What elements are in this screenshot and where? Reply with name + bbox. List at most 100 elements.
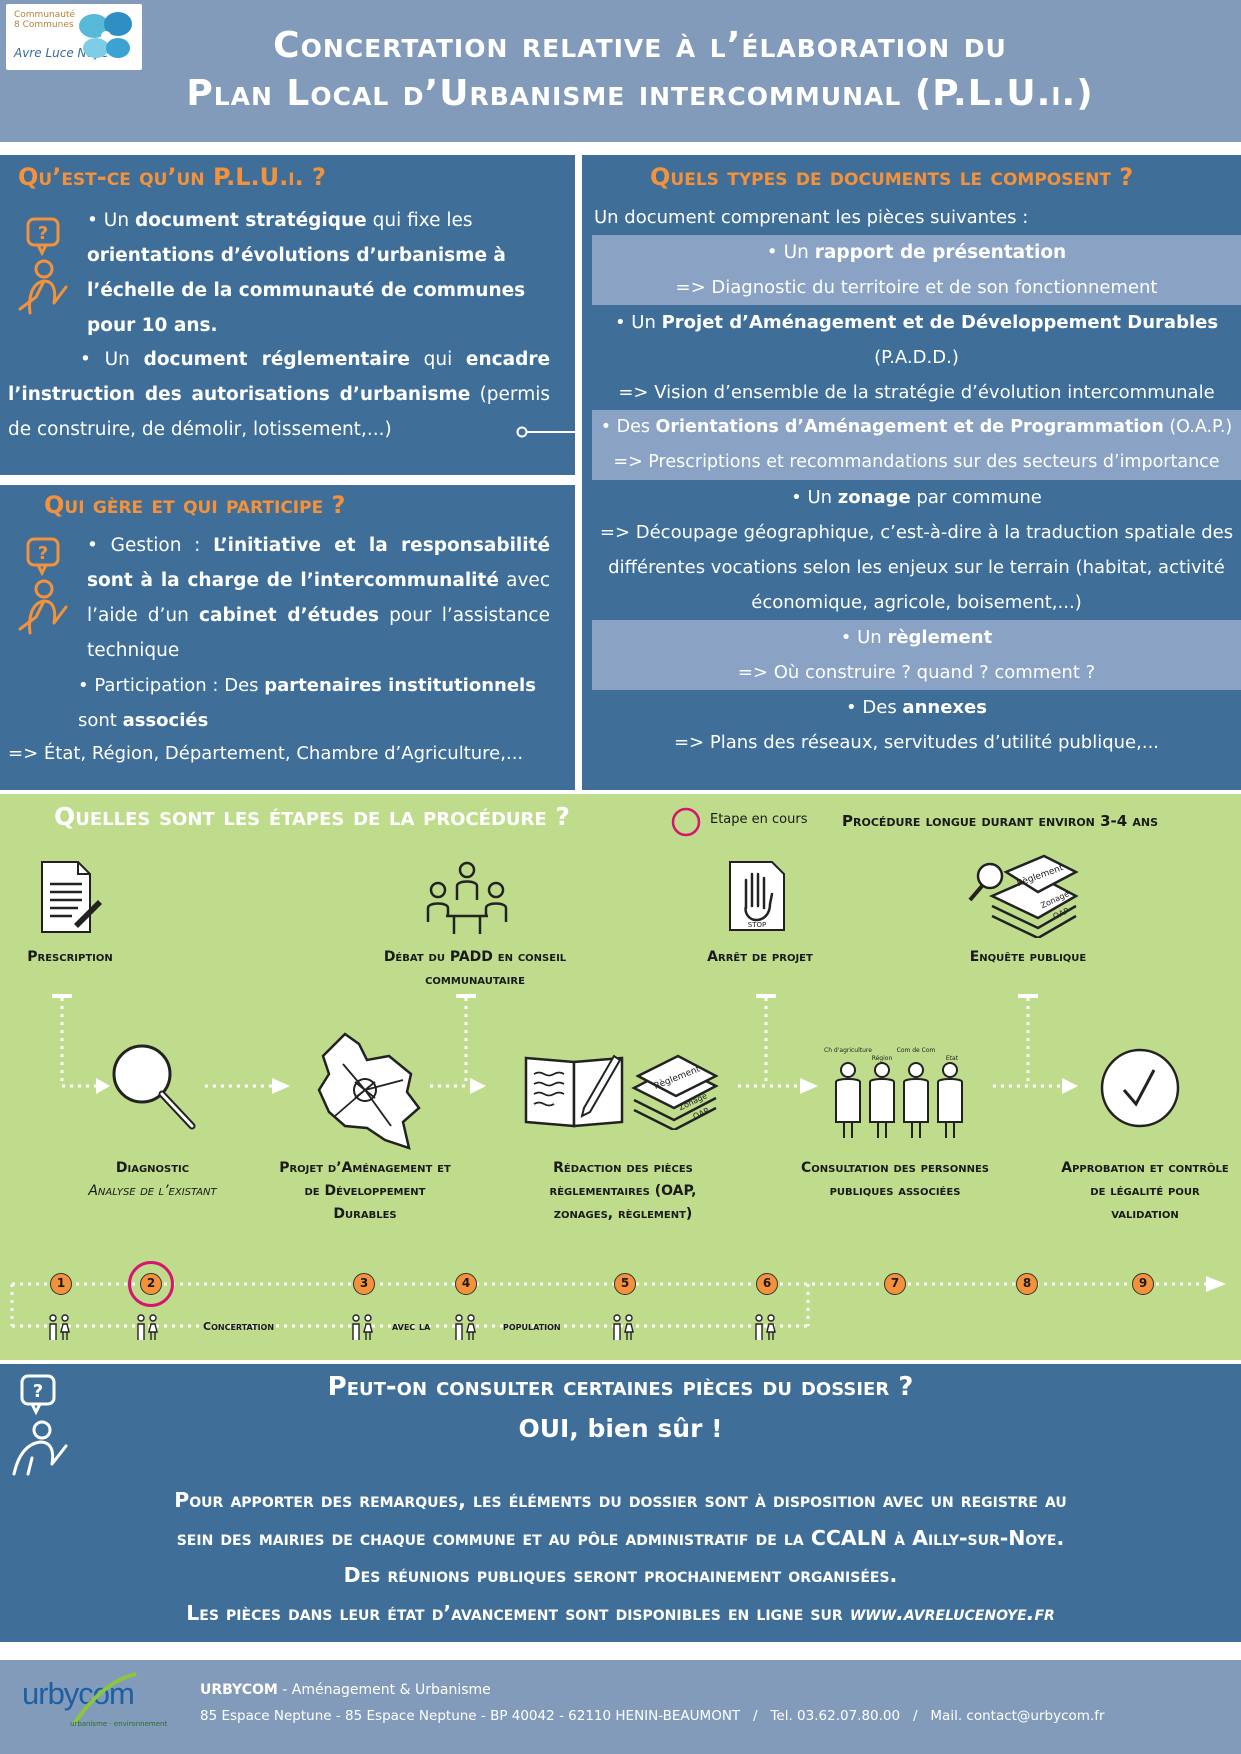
- svg-text:?: ?: [33, 1381, 43, 1402]
- magnifier-icon: [112, 1044, 196, 1130]
- person-question-icon-white: ?: [12, 1374, 68, 1476]
- consult-text: Pour apporter des remarques, les élément…: [0, 1482, 1241, 1632]
- header: Communauté 8 Communes Avre Luce Noye Con…: [0, 0, 1241, 142]
- who-gestion: • Gestion : L’initiative et la responsab…: [87, 528, 550, 668]
- doc-6-sub: => Plans des réseaux, servitudes d’utili…: [673, 732, 1160, 753]
- timeline: [10, 1276, 1226, 1328]
- what-p1-c: qui fixe les: [366, 210, 473, 231]
- ppa-label-4: Etat: [946, 1055, 959, 1062]
- doc4-a: • Un: [791, 487, 838, 508]
- search-plans-icon: Règlement Zonage OAP: [968, 854, 1079, 938]
- consult-answer: OUI, bien sûr !: [518, 1414, 723, 1443]
- person-question-icon-2: ?: [18, 537, 68, 635]
- docs-title: Quels types de documents le composent ?: [650, 163, 1134, 191]
- consult-line2: sein des mairies de chaque commune et au…: [176, 1525, 1065, 1550]
- logo-butterfly-icon: [79, 12, 132, 58]
- step-number-1: 1: [50, 1273, 72, 1295]
- step-padd: Projet d’Aménagement et de Développement…: [279, 1160, 451, 1222]
- footer-tagline: - Aménagement & Urbanisme: [277, 1682, 491, 1698]
- concertation-label-1: Concertation: [203, 1320, 275, 1333]
- step-number-4: 4: [455, 1273, 477, 1295]
- step-debat: Débat du PADD en conseil communautaire: [383, 949, 567, 988]
- consult-line4-a: Les pièces dans leur état d’avancement s…: [186, 1600, 850, 1625]
- what-p2-a: • Un: [80, 349, 144, 370]
- who-p-a: • Participation : Des: [78, 675, 265, 696]
- consult-panel: ? Peut-on consulter certaines pièces du …: [0, 1364, 1241, 1642]
- territory-map-icon: [317, 1032, 421, 1150]
- legend-text: Etape en cours: [710, 812, 808, 827]
- what-panel: Qu’est-ce qu’un P.L.U.i. ? ? • Un docume…: [0, 155, 575, 475]
- website-link[interactable]: www.avrelucenoye.fr: [849, 1600, 1055, 1625]
- footer-company-name: URBYCOM: [200, 1682, 278, 1698]
- public-partners-icon: Ch d'agriculture Région Com de Com Etat: [824, 1047, 963, 1138]
- doc2-a: • Un: [614, 312, 662, 333]
- doc-1-sub: => Diagnostic du territoire et de son fo…: [675, 277, 1158, 298]
- docs-band-2: [592, 410, 1241, 480]
- doc2-b: Projet d’Aménagement et de Développement…: [661, 312, 1219, 333]
- stop-hand-icon: STOP: [729, 861, 785, 931]
- step-redaction: Rédaction des pièces règlementaires (OAP…: [549, 1160, 697, 1222]
- docs-band-1: [592, 235, 1241, 305]
- doc4-c: par commune: [910, 487, 1042, 508]
- docs-intro: Un document comprenant les pièces suivan…: [594, 207, 1029, 228]
- step-enquete: Enquête publique: [969, 949, 1087, 965]
- doc-4: • Un zonage par commune: [592, 480, 1241, 515]
- doc5-b: règlement: [887, 627, 993, 648]
- doc-6: • Des annexes: [592, 690, 1241, 725]
- ppa-label-2: Région: [872, 1055, 893, 1062]
- doc1-a: • Un: [766, 242, 815, 263]
- what-p2-c: qui: [409, 349, 466, 370]
- consult-line4: Les pièces dans leur état d’avancement s…: [0, 1595, 1241, 1633]
- step-number-5: 5: [614, 1273, 636, 1295]
- what-p1-b: document stratégique: [134, 210, 367, 231]
- step-diagnostic: Diagnostic Analyse de l’existant: [55, 1157, 250, 1203]
- svg-text:?: ?: [38, 543, 48, 564]
- what-p2-b: document réglementaire: [143, 349, 410, 370]
- doc-3-sub: => Prescriptions et recommandations sur …: [613, 452, 1220, 472]
- what-p1-a: • Un: [87, 210, 135, 231]
- steps-title: Quelles sont les étapes de la procédure …: [54, 802, 570, 831]
- person-question-icon: ?: [18, 217, 68, 315]
- consult-question: Peut-on consulter certaines pièces du do…: [327, 1372, 914, 1402]
- who-p-d: associés: [122, 710, 209, 731]
- step-consultation: Consultation des personnes publiques ass…: [800, 1160, 990, 1199]
- step-prescription: Prescription: [27, 949, 113, 965]
- what-p1: • Un document stratégique qui fixe les o…: [87, 203, 547, 343]
- population-icons: [49, 1314, 776, 1340]
- doc-2: • Un Projet d’Aménagement et de Développ…: [592, 305, 1241, 340]
- who-p-c: sont: [78, 710, 123, 731]
- step-diagnostic-sub: Analyse de l’existant: [88, 1183, 217, 1199]
- who-g-b: L’initiative et la responsabilité sont à…: [87, 535, 550, 591]
- what-p2-e: (permis de construire, de démolir, lotis…: [8, 384, 550, 440]
- doc1-b: rapport de présentation: [814, 242, 1067, 263]
- what-p1-d: orientations d’évolutions d’urbanisme à …: [87, 245, 526, 336]
- footer: urbycom urbanisme · environnement URBYCO…: [0, 1660, 1241, 1754]
- current-step-marker: [128, 1261, 174, 1307]
- step-number-2: 2: [140, 1273, 162, 1295]
- doc6-a: • Des: [846, 697, 903, 718]
- layers-icon: Règlement Zonage OAP: [631, 1054, 719, 1130]
- steps-panel: Quelles sont les étapes de la procédure …: [0, 794, 1241, 1360]
- consult-line1: Pour apporter des remarques, les élément…: [174, 1488, 1067, 1512]
- urbycom-sub: urbanisme · environnement: [70, 1720, 168, 1728]
- meeting-icon: [426, 861, 508, 934]
- step-arret: Arrêt de projet: [707, 949, 813, 965]
- concertation-label-3: population: [503, 1320, 561, 1333]
- logo-line1: Communauté 8 Communes: [14, 10, 76, 30]
- urbycom-swoosh-icon: [72, 1672, 137, 1726]
- who-p-b: partenaires institutionnels: [264, 675, 536, 696]
- who-participation: • Participation : Des partenaires instit…: [78, 668, 558, 738]
- who-g-c: avec l’aide d’un: [87, 570, 550, 626]
- duration-text: Procédure longue durant environ 3-4 ans: [842, 812, 1159, 830]
- title-line2: Plan Local d’Urbanisme intercommunal (P.…: [186, 73, 1094, 114]
- footer-company: URBYCOM - Aménagement & Urbanisme: [200, 1682, 491, 1698]
- docs-band-3: [592, 620, 1241, 690]
- who-g-d: cabinet d’études: [199, 605, 379, 626]
- what-p2-d: encadre l’instruction des autorisations …: [8, 349, 550, 405]
- who-g-a: • Gestion :: [87, 535, 214, 556]
- logo: Communauté 8 Communes Avre Luce Noye: [6, 4, 142, 70]
- page-title: Concertation relative à l’élaboration du…: [120, 22, 1160, 118]
- who-g-e: pour l’assistance technique: [87, 605, 550, 661]
- doc-4-sub: => Découpage géographique, c’est-à-dire …: [599, 522, 1234, 613]
- doc5-a: • Un: [840, 627, 888, 648]
